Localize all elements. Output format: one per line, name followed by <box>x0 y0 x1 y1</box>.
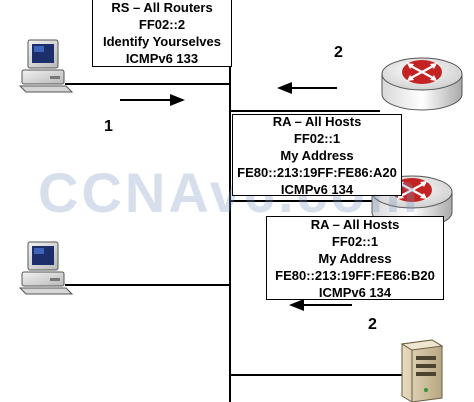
ra1-address: FF02::1 <box>293 130 341 146</box>
ra1-title: RA – All Hosts <box>272 113 362 129</box>
rs-arrow <box>120 94 185 106</box>
ra1-purpose: My Address <box>280 147 354 163</box>
rs-purpose: Identify Yourselves <box>102 34 221 49</box>
ra-message-box-1: RA – All Hosts FF02::1 My Address FE80::… <box>232 113 402 197</box>
step-number-ra-top: 2 <box>334 44 343 61</box>
ra2-title: RA – All Hosts <box>310 216 400 232</box>
server-icon <box>400 339 444 402</box>
ra2-protocol: ICMPv6 134 <box>318 284 392 300</box>
ra-message-box-2: RA – All Hosts FF02::1 My Address FE80::… <box>266 216 444 300</box>
step-number-rs: 1 <box>104 118 113 135</box>
rs-message-box: RS – All Routers FF02::2 Identify Yourse… <box>92 0 232 67</box>
step-number-ra-bottom: 2 <box>368 316 377 333</box>
router-icon <box>381 57 463 111</box>
rs-title: RS – All Routers <box>111 0 213 15</box>
host-pc-icon <box>18 241 74 295</box>
ra1-protocol: ICMPv6 134 <box>280 181 354 197</box>
rs-protocol: ICMPv6 133 <box>125 51 199 66</box>
network-segment <box>65 0 402 402</box>
ra-arrow-bottom <box>289 299 352 311</box>
ra2-link-local: FE80::213:19FF:FE86:B20 <box>275 267 435 283</box>
rs-address: FF02::2 <box>138 17 186 32</box>
ra1-link-local: FE80::213:19FF:FE86:A20 <box>237 164 397 180</box>
host-pc-icon <box>18 39 74 93</box>
ra-arrow-top <box>277 82 337 94</box>
ra2-purpose: My Address <box>318 250 392 266</box>
ra2-address: FF02::1 <box>331 233 379 249</box>
